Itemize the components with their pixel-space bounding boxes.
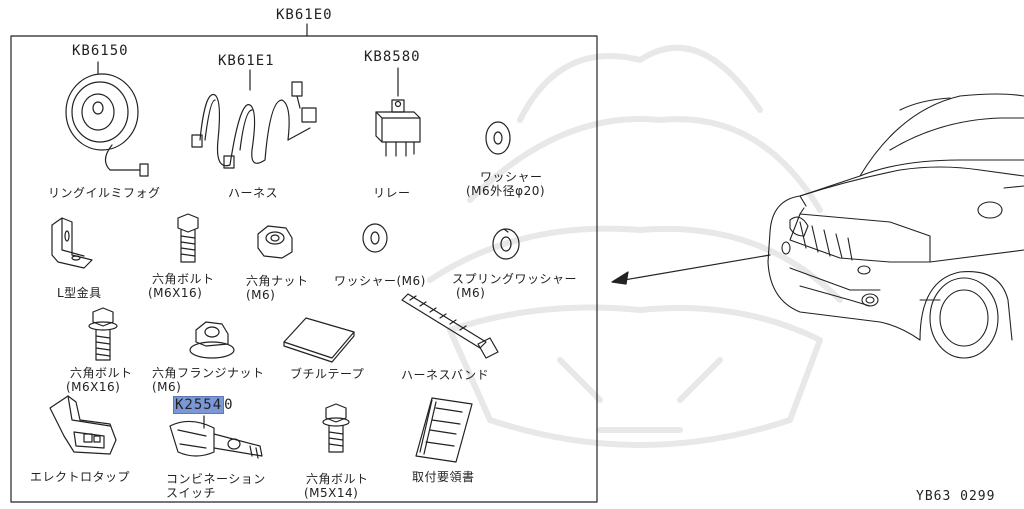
part-name-hex-nut: 六角ナット — [246, 274, 309, 288]
part-name-ring-illumination: リングイルミフォグ — [48, 186, 161, 200]
part-name-hex-bolt-2: 六角ボルト — [70, 366, 133, 380]
part-spec-hex-bolt-2: (M6X16) — [66, 380, 121, 394]
hex-bolt-2-drawing — [88, 307, 118, 361]
part-name-washer-large: ワッシャー — [480, 170, 543, 184]
part-spec-hex-flange-nut: (M6) — [152, 380, 182, 394]
watermark-samurai-helmet — [427, 44, 843, 448]
part-name-harness: ハーネス — [228, 186, 279, 200]
ring-illumination-fog-drawing — [65, 61, 149, 177]
part-name-hex-bolt-3: 六角ボルト — [306, 472, 369, 486]
part-name-harness-band: ハーネスバンド — [401, 368, 490, 382]
butyl-tape-drawing — [283, 317, 355, 363]
electro-tap-drawing — [49, 395, 117, 455]
assembly-frame — [10, 35, 598, 503]
part-code-ring-illumination: KB6150 — [72, 43, 129, 59]
washer-large-drawing — [485, 121, 511, 155]
assembly-code: KB61E0 — [276, 7, 333, 23]
harness-drawing — [191, 69, 317, 169]
part-name-l-bracket: L型金具 — [57, 286, 102, 300]
part-spec-hex-bolt-1: (M6X16) — [148, 286, 203, 300]
combination-switch-drawing — [169, 415, 263, 459]
part-name-butyl-tape: ブチルテープ — [290, 367, 365, 381]
part-code-highlight: K2554 — [173, 396, 225, 414]
washer-m6-drawing — [362, 223, 388, 253]
figure-id: YB63 0299 — [916, 489, 996, 504]
hex-flange-nut-drawing — [189, 321, 235, 359]
part-code-rest: 0 — [224, 397, 234, 413]
part-spec-spring-washer: (M6) — [456, 286, 486, 300]
vehicle-drawing — [767, 93, 1024, 359]
part-name-combination-switch-2: スイッチ — [166, 486, 217, 500]
hex-bolt-3-drawing — [322, 403, 350, 453]
hex-nut-drawing — [257, 225, 293, 259]
part-name-hex-flange-nut: 六角フランジナット — [152, 366, 265, 380]
part-name-combination-switch: コンビネーション — [166, 472, 266, 486]
install-arrow — [611, 254, 771, 285]
harness-band-drawing — [401, 293, 499, 359]
part-spec-hex-bolt-3: (M5X14) — [304, 486, 359, 500]
part-name-relay: リレー — [373, 186, 411, 200]
spring-washer-drawing — [492, 228, 520, 260]
part-name-spring-washer: スプリングワッシャー — [452, 272, 578, 286]
relay-drawing — [375, 67, 421, 157]
part-name-hex-bolt-1: 六角ボルト — [152, 272, 215, 286]
part-spec-washer-large: (M6外径φ20) — [466, 184, 546, 198]
part-code-relay: KB8580 — [364, 49, 421, 65]
part-code-harness: KB61E1 — [218, 53, 275, 69]
part-name-washer-m6: ワッシャー(M6) — [334, 274, 426, 288]
hex-bolt-1-drawing — [177, 213, 199, 263]
part-spec-hex-nut: (M6) — [246, 288, 276, 302]
instruction-manual-drawing — [415, 397, 473, 463]
part-name-instruction-manual: 取付要領書 — [412, 470, 475, 484]
l-bracket-drawing — [51, 217, 93, 269]
part-name-electro-tap: エレクトロタップ — [30, 470, 131, 484]
